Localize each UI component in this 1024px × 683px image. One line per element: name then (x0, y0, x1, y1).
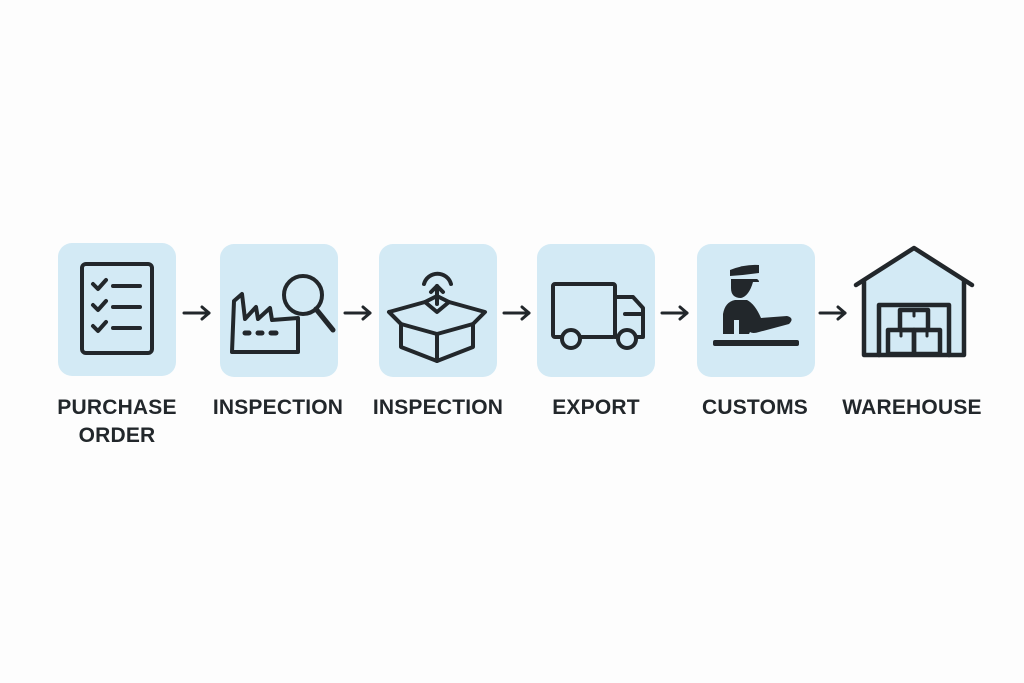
step-factory-inspection-tile (220, 244, 338, 377)
step-export-label: EXPORT (516, 394, 676, 422)
warehouse-icon (853, 245, 975, 358)
step-warehouse-label: WAREHOUSE (832, 394, 992, 422)
label-line-2: ORDER (78, 424, 156, 447)
open-box-icon (387, 271, 487, 363)
step-export-tile (537, 244, 655, 377)
label-line-1: WAREHOUSE (842, 396, 982, 419)
arrow-right-icon (818, 305, 847, 321)
step-purchase-order-tile (58, 243, 176, 376)
arrow-right-icon (660, 305, 689, 321)
step-warehouse-icon-wrap (852, 245, 976, 363)
arrow-right-icon (182, 305, 211, 321)
label-line-1: EXPORT (552, 396, 640, 419)
arrow-right-icon (343, 305, 372, 321)
step-factory-inspection-label: INSPECTION (198, 394, 358, 422)
label-line-1: INSPECTION (212, 396, 344, 419)
truck-icon (551, 282, 645, 350)
label-line-1: INSPECTION (372, 396, 504, 419)
step-purchase-order-label: PURCHASE ORDER (37, 394, 197, 450)
checklist-icon (80, 262, 154, 355)
label-line-1: CUSTOMS (701, 396, 809, 419)
customs-officer-icon (713, 264, 799, 346)
step-customs-label: CUSTOMS (675, 394, 835, 422)
factory-magnifier-icon (230, 274, 336, 354)
label-line-1: PURCHASE (57, 396, 177, 419)
step-box-inspection-tile (379, 244, 497, 377)
step-customs-tile (697, 244, 815, 377)
arrow-right-icon (502, 305, 531, 321)
step-box-inspection-label: INSPECTION (358, 394, 518, 422)
